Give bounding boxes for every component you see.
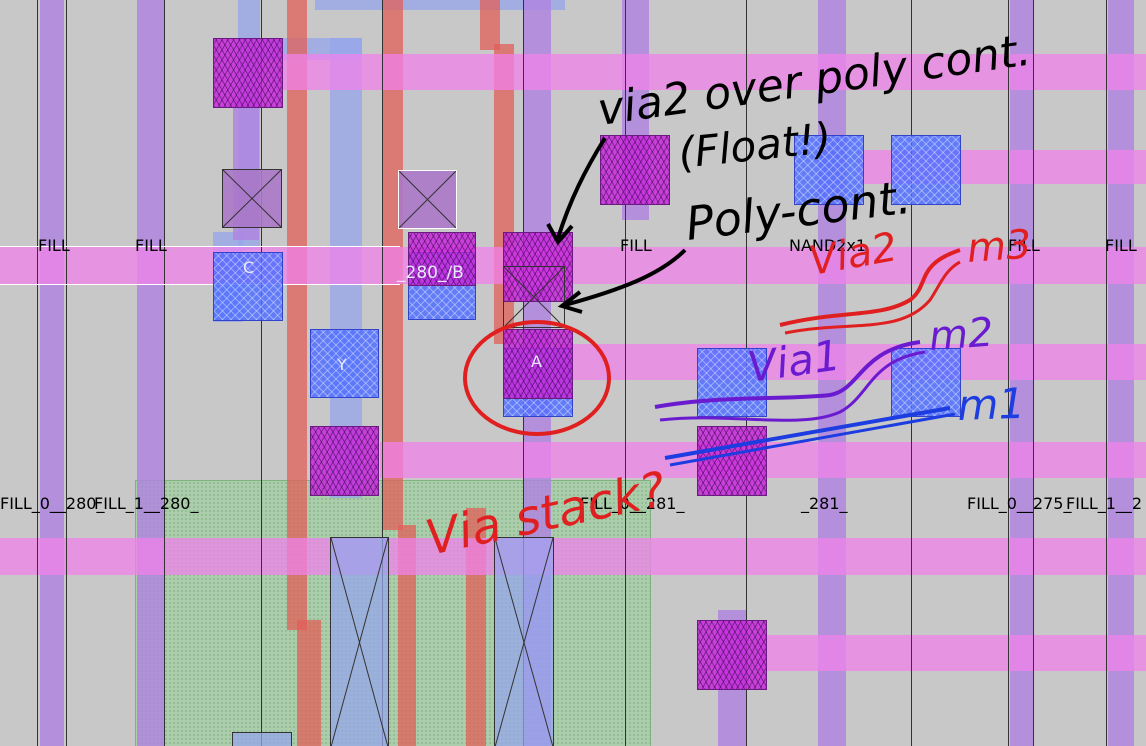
contact-cross-icon [494, 537, 554, 746]
m2-stroke [659, 350, 926, 422]
cell-label: FILL [1008, 236, 1040, 255]
arrow-to-poly-cont [564, 248, 687, 307]
via1 [310, 329, 379, 398]
cell-boundary [261, 0, 262, 746]
cell-label: FILL [38, 236, 70, 255]
contact-cross-icon [330, 537, 389, 746]
poly-gate [398, 525, 416, 746]
cell-boundary [382, 0, 383, 746]
arrow-head [546, 223, 574, 246]
metal1-trace [315, 0, 565, 10]
cell-boundary [1033, 0, 1034, 746]
transistor-contact [330, 537, 389, 746]
annotation-via-stack: Via stack? [421, 461, 671, 566]
metal2-rail [40, 0, 64, 746]
cell-boundary [164, 0, 165, 746]
cell-boundary-h [0, 246, 400, 247]
pin-label: A [531, 352, 542, 371]
circle-via-stack [463, 320, 611, 436]
metal3-rail [0, 538, 1146, 575]
cell-label: FILL [1105, 236, 1137, 255]
poly-gate [480, 0, 500, 50]
poly-contact [503, 266, 565, 328]
transistor-contact [232, 732, 292, 746]
transistor-contact [494, 537, 554, 746]
metal3-rail [280, 54, 1146, 90]
cell-boundary-h [0, 284, 400, 285]
cell-label: FILL_1__280_ [94, 494, 199, 513]
cell-boundary [625, 0, 626, 746]
cell-boundary [1008, 0, 1009, 746]
via1 [213, 252, 283, 321]
metal3-rail [760, 635, 1146, 671]
metal3-rail [560, 344, 1146, 380]
poly-gate [287, 0, 307, 630]
m1-stroke [669, 412, 956, 467]
m3-stroke [784, 260, 961, 335]
annotation-m3: m3 [965, 222, 1032, 272]
cell-boundary [1106, 0, 1107, 746]
m1-stroke [664, 406, 951, 460]
contact-cross-icon [398, 170, 457, 229]
cell-boundary [66, 0, 67, 746]
cell-label: FILL_0__281_ [580, 494, 685, 513]
cell-label: _281_ [801, 494, 848, 513]
arrow-head [557, 290, 583, 314]
pin-label: C [243, 258, 255, 277]
via1 [697, 348, 767, 417]
annotation-float: (Float!) [676, 113, 834, 178]
cell-label: FILL_0__280_ [0, 494, 105, 513]
contact [222, 169, 282, 228]
cell-label: FILL_0__275_ [967, 494, 1072, 513]
via2 [697, 620, 767, 690]
via2 [697, 426, 767, 496]
cell-label: FILL [620, 236, 652, 255]
via2 [408, 232, 476, 286]
cell-label: NAND2x1 [789, 236, 867, 255]
via2 [503, 329, 573, 399]
annotation-m2: m2 [927, 310, 994, 360]
contact [398, 170, 457, 229]
via1 [891, 135, 961, 205]
annotation-via1: Via1 [745, 330, 844, 391]
arrow-to-via2 [556, 136, 607, 239]
m2-stroke [654, 340, 921, 409]
via1 [891, 348, 961, 417]
poly-gate [297, 620, 321, 746]
cell-label: FILL_1__2 [1066, 494, 1143, 513]
via1 [794, 135, 864, 205]
annotation-m1: m1 [957, 379, 1026, 430]
via2 [600, 135, 670, 205]
m3-stroke [779, 248, 961, 327]
contact-cross-icon [222, 169, 282, 228]
cell-boundary [37, 0, 38, 746]
via2 [213, 38, 283, 108]
pin-label: Y [337, 355, 347, 374]
pin-label: _280_/B [397, 263, 464, 283]
cell-label: FILL [135, 236, 167, 255]
metal2-rail [137, 0, 164, 746]
contact-cross-icon [503, 266, 565, 328]
via2 [310, 426, 379, 496]
